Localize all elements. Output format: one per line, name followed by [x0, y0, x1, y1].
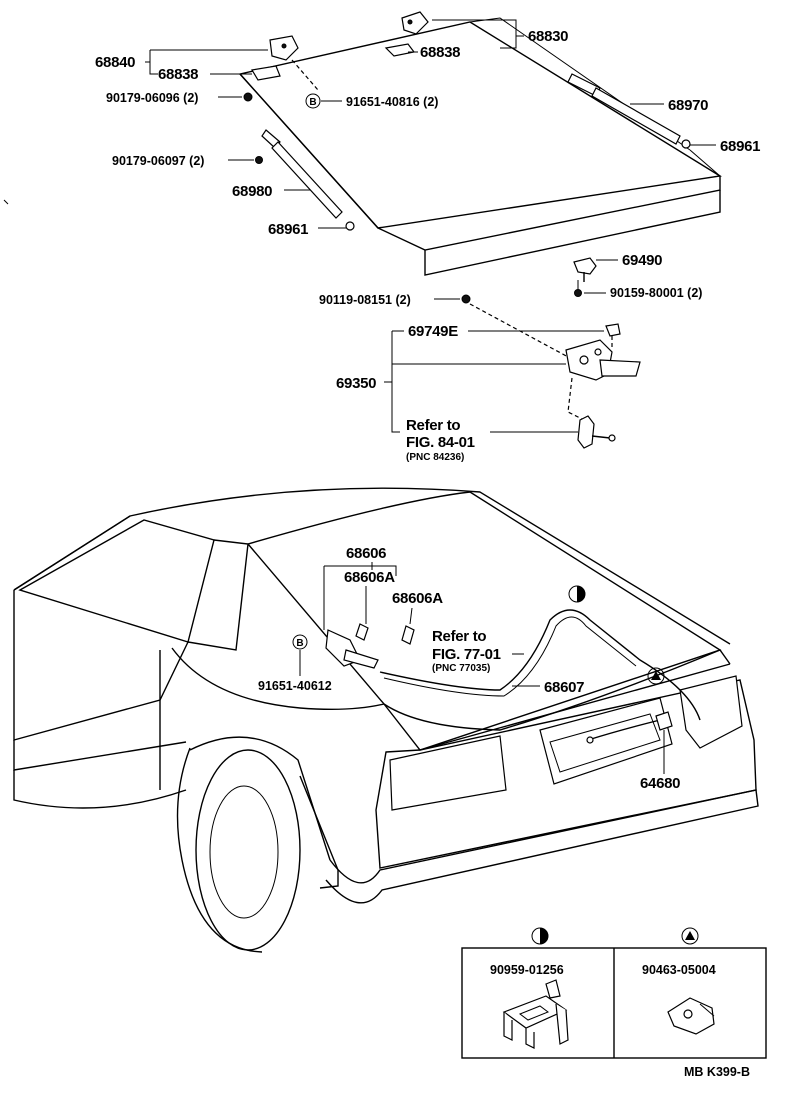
label-68970: 68970 — [668, 97, 708, 114]
striker-icon — [573, 257, 597, 297]
wheel-icon — [195, 749, 301, 951]
car-body — [13, 487, 759, 953]
svg-text:B: B — [309, 97, 316, 108]
refer-77-line1: Refer to — [432, 628, 486, 645]
bolt-icon — [461, 294, 471, 304]
label-91651-40612: 91651-40612 — [258, 679, 332, 693]
inset-panel: 90959-01256 90463-05004 — [461, 927, 767, 1059]
label-69490: 69490 — [622, 252, 662, 269]
label-68606A-b: 68606A — [392, 590, 443, 607]
label-90159-80001: 90159-80001 (2) — [610, 286, 702, 300]
hinge-left-icon — [251, 35, 299, 81]
lock-assembly-icon — [565, 323, 641, 381]
label-90179-06096: 90179-06096 (2) — [106, 91, 198, 105]
cable-clip-icon — [667, 997, 715, 1035]
triangle-icon — [647, 667, 665, 685]
inset1-part-number: 90959-01256 — [490, 963, 564, 977]
label-68840: 68840 — [95, 54, 135, 71]
half-circle-icon — [568, 585, 586, 603]
cable-clamp-icon — [502, 979, 569, 1049]
refer-77-line2: FIG. 77-01 — [432, 646, 501, 663]
label-90119-08151: 90119-08151 (2) — [319, 293, 411, 307]
svg-text:B: B — [296, 638, 303, 649]
label-69350: 69350 — [336, 375, 376, 392]
nut-icon — [255, 156, 263, 164]
lever-icon — [325, 623, 415, 669]
half-circle-icon — [531, 927, 549, 945]
trunk-lid — [238, 17, 722, 276]
label-68838-left: 68838 — [158, 66, 198, 83]
opener-latch-icon — [655, 711, 673, 731]
label-68980: 68980 — [232, 183, 272, 200]
label-68961-left: 68961 — [268, 221, 308, 238]
refer-77-pnc: (PNC 77035) — [432, 663, 490, 674]
bolt-marker-icon: B — [305, 93, 321, 109]
refer-84-line2: FIG. 84-01 — [406, 434, 475, 451]
nut-icon — [243, 92, 253, 102]
label-64680: 64680 — [640, 775, 680, 792]
label-68830: 68830 — [528, 28, 568, 45]
label-68606: 68606 — [346, 545, 386, 562]
bolt-marker-icon: B — [292, 634, 308, 650]
label-91651-40816: 91651-40816 (2) — [346, 95, 438, 109]
lock-cylinder-icon — [577, 415, 616, 449]
label-68606A-a: 68606A — [344, 569, 395, 586]
footer-code: MB K399-B — [684, 1065, 750, 1079]
label-68961-right: 68961 — [720, 138, 760, 155]
label-69749E: 69749E — [408, 323, 458, 340]
refer-84-pnc: (PNC 84236) — [406, 452, 464, 463]
triangle-icon — [681, 927, 699, 945]
label-68838-top: 68838 — [420, 44, 460, 61]
stay-left-icon — [261, 129, 355, 231]
opener-cable-icon — [379, 609, 701, 744]
refer-84-line1: Refer to — [406, 417, 460, 434]
hinge-top-icon — [384, 11, 429, 57]
label-90179-06097: 90179-06097 (2) — [112, 154, 204, 168]
inset2-part-number: 90463-05004 — [642, 963, 716, 977]
stay-right-icon — [567, 73, 691, 149]
label-68607: 68607 — [544, 679, 584, 696]
